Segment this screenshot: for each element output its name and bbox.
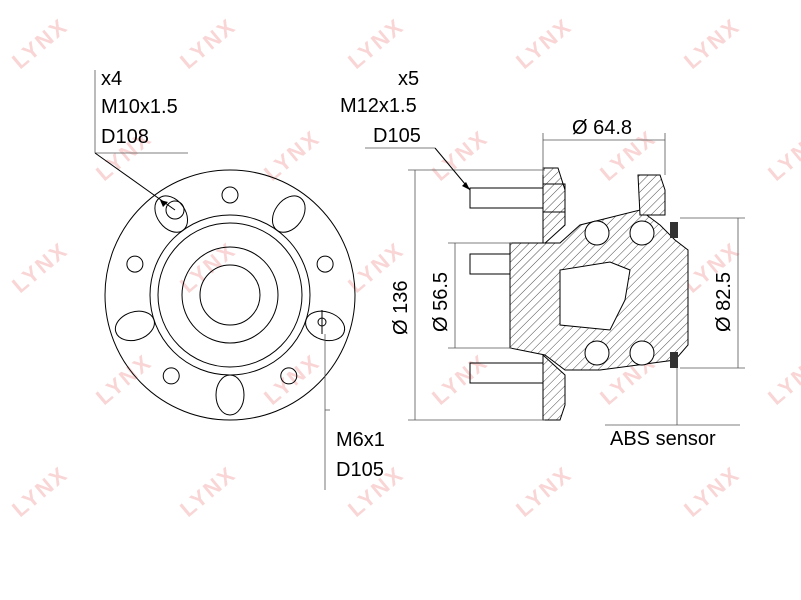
stud-bosses <box>114 186 346 416</box>
watermark-logo: LYNX <box>511 13 577 74</box>
screw-pcd: D105 <box>336 459 384 481</box>
flange-pocket <box>114 310 155 342</box>
wheel-stud <box>469 253 511 275</box>
flange-lower-section <box>542 353 566 421</box>
watermark-logo: LYNX <box>7 461 73 522</box>
wheel-stud <box>469 187 544 209</box>
watermark-logo: LYNX <box>427 125 493 186</box>
bolt-thread: M10x1.5 <box>101 96 178 118</box>
stud-hole <box>221 186 239 204</box>
watermark-logo: LYNX <box>763 125 801 186</box>
watermark-logo: LYNX <box>511 461 577 522</box>
flange-pocket <box>271 195 306 233</box>
flange-pocket <box>215 374 245 416</box>
bearing-ball <box>629 220 655 246</box>
stud-knurl <box>542 183 566 213</box>
watermark-logo: LYNX <box>91 349 157 410</box>
dim-top-diameter: Ø 64.8 <box>572 117 632 139</box>
center-bore <box>199 264 261 326</box>
abs-sensor-label: ABS sensor <box>610 428 716 450</box>
watermark-logo: LYNX <box>259 349 325 410</box>
watermark-logo: LYNX <box>763 349 801 410</box>
watermark-logo: LYNX <box>427 349 493 410</box>
hub-flange-circle <box>149 214 311 376</box>
watermark-logo: LYNX <box>343 13 409 74</box>
stud-count: x5 <box>398 68 419 90</box>
stud-hole <box>316 255 334 273</box>
stud-hole <box>126 255 144 273</box>
watermark-logo: LYNX <box>175 461 241 522</box>
flange-upper-section <box>542 167 566 247</box>
watermark-logo: LYNX <box>175 237 241 298</box>
screw-thread: M6x1 <box>336 429 385 451</box>
bearing-ball <box>584 220 610 246</box>
dimension-lines <box>365 133 745 426</box>
front-view <box>94 70 356 490</box>
watermark-logo: LYNX <box>679 461 745 522</box>
stud-thread: M12x1.5 <box>340 95 417 117</box>
watermark-logo: LYNX <box>7 13 73 74</box>
stud-hole <box>162 367 180 385</box>
dim-bearing-diameter: Ø 82.5 <box>713 272 735 332</box>
flange-pocket <box>154 195 189 233</box>
arrowhead <box>160 200 168 207</box>
bolt-count: x4 <box>101 68 122 90</box>
wheel-stud <box>469 362 544 384</box>
knuckle-mount-section <box>637 174 666 216</box>
hub-body-section <box>509 209 689 371</box>
stud-pcd: D105 <box>373 125 421 147</box>
side-view-section <box>365 133 745 426</box>
pilot-circle <box>181 246 279 344</box>
watermark-logo: LYNX <box>175 13 241 74</box>
watermark-logo: LYNX <box>7 237 73 298</box>
watermark-logo: LYNX <box>679 13 745 74</box>
stud-hole <box>280 367 298 385</box>
flange-outline <box>104 169 356 421</box>
bearing-ball <box>629 340 655 366</box>
dim-pilot-diameter: Ø 56.5 <box>430 272 452 332</box>
dim-flange-diameter: Ø 136 <box>390 281 412 335</box>
bolt-hole-marked <box>165 200 185 220</box>
abs-seal <box>670 352 678 368</box>
flange-pocket <box>305 310 346 342</box>
bolt-pcd: D108 <box>101 126 149 148</box>
bearing-ball <box>584 340 610 366</box>
seal <box>670 222 678 238</box>
hub-inner-circle <box>157 222 303 368</box>
